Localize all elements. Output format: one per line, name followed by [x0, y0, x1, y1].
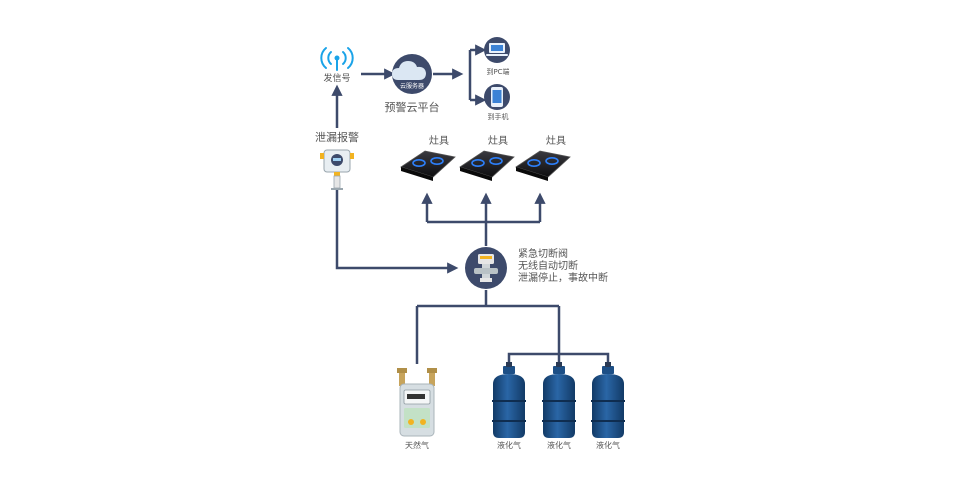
stove-3-label: 灶具 [546, 136, 566, 147]
shutoff-valve-icon [465, 247, 507, 289]
stove-icon [515, 150, 571, 181]
cloud-label: 预警云平台 [384, 101, 440, 114]
gas-meter-icon [397, 368, 437, 437]
gas-detector-icon [320, 149, 354, 190]
laptop-icon [484, 37, 510, 63]
phone-icon [484, 84, 510, 110]
cloud-badge-label: 云服务器 [399, 83, 425, 90]
connectors [331, 44, 610, 364]
cloud-icon [392, 54, 432, 94]
cylinder-3-label: 液化气 [596, 441, 620, 450]
cylinder-icon [542, 362, 576, 438]
stove-icon [459, 150, 515, 181]
transmitter-label: 发信号 [323, 74, 351, 84]
cylinder-1-label: 液化气 [497, 441, 521, 450]
meter-label: 天然气 [405, 441, 429, 450]
detector-to-valve-arrow [335, 190, 459, 274]
antenna-icon [320, 47, 354, 71]
stove-1-label: 灶具 [429, 136, 449, 147]
valve-line-3: 泄漏停止，事故中断 [518, 273, 608, 284]
cylinder-icon [591, 362, 625, 438]
valve-line-2: 无线自动切断 [518, 261, 578, 272]
detector-label: 泄漏报警 [315, 131, 359, 144]
pc-label: 到PC端 [486, 68, 510, 76]
cylinder-2-label: 液化气 [547, 441, 571, 450]
phone-label: 到手机 [487, 113, 509, 121]
cylinder-icon [492, 362, 526, 438]
stove-2-label: 灶具 [488, 136, 508, 147]
valve-line-1: 紧急切断阀 [518, 249, 568, 260]
stove-icon [400, 150, 456, 181]
